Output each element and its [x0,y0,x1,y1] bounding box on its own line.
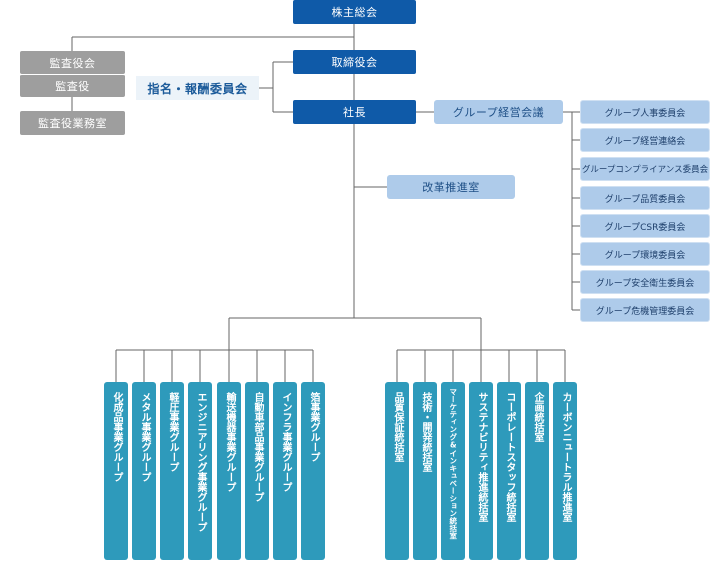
board-of-directors-box: 取締役会 [293,50,416,74]
corporate-office-label: コーポレートスタッフ統括室 [504,392,515,522]
corporate-office-box: 品質保証統括室 [385,382,409,560]
committee-box: グループCSR委員会 [580,214,710,238]
business-group-box: 化成品事業グループ [104,382,128,560]
business-group-box: 輸送機器事業グループ [217,382,241,560]
committee-box: グループ経営連絡会 [580,128,710,152]
committee-box: グループコンプライアンス委員会 [580,157,710,181]
nomination-remuneration-committee-box: 指名・報酬委員会 [136,76,259,100]
business-group-label: 輸送機器事業グループ [224,392,235,492]
business-group-box: メタル事業グループ [132,382,156,560]
business-group-label: インフラ事業グループ [280,392,291,492]
business-group-box: エンジニアリング事業グループ [188,382,212,560]
corporate-office-label: 企画統括室 [532,392,543,442]
committee-box: グループ環境委員会 [580,242,710,266]
business-group-label: 箔事業グループ [308,392,319,462]
business-group-box: 自動車部品事業グループ [245,382,269,560]
committee-box: グループ品質委員会 [580,186,710,210]
business-group-label: エンジニアリング事業グループ [195,392,206,532]
corporate-office-box: 技術・開発統括室 [413,382,437,560]
business-group-label: 化成品事業グループ [111,392,122,482]
business-group-box: インフラ事業グループ [273,382,297,560]
corporate-office-label: カーボンニュートラル推進室 [560,392,571,522]
committee-box: グループ安全衛生委員会 [580,270,710,294]
corporate-office-label: マーケティング&インキュベーション統括室 [448,388,458,540]
business-group-label: メタル事業グループ [139,392,150,482]
group-management-meeting-box: グループ経営会議 [434,100,563,124]
business-group-box: 軽圧事業グループ [160,382,184,560]
reform-promotion-office-box: 改革推進室 [387,175,515,199]
corporate-office-box: 企画統括室 [525,382,549,560]
audit-board-office-box: 監査役業務室 [20,111,125,135]
corporate-office-box: コーポレートスタッフ統括室 [497,382,521,560]
business-group-box: 箔事業グループ [301,382,325,560]
shareholders-meeting-box: 株主総会 [293,0,416,24]
auditor-box: 監査役 [20,74,125,97]
corporate-office-label: サステナビリティ推進統括室 [476,392,487,522]
corporate-office-box: サステナビリティ推進統括室 [469,382,493,560]
corporate-office-label: 品質保証統括室 [392,392,403,462]
corporate-office-box: マーケティング&インキュベーション統括室 [441,382,465,560]
corporate-office-label: 技術・開発統括室 [420,392,431,472]
corporate-office-box: カーボンニュートラル推進室 [553,382,577,560]
business-group-label: 自動車部品事業グループ [252,392,263,502]
business-group-label: 軽圧事業グループ [167,392,178,472]
committee-box: グループ人事委員会 [580,100,710,124]
president-box: 社長 [293,100,416,124]
audit-board-box: 監査役会 [20,51,125,74]
committee-box: グループ危機管理委員会 [580,298,710,322]
